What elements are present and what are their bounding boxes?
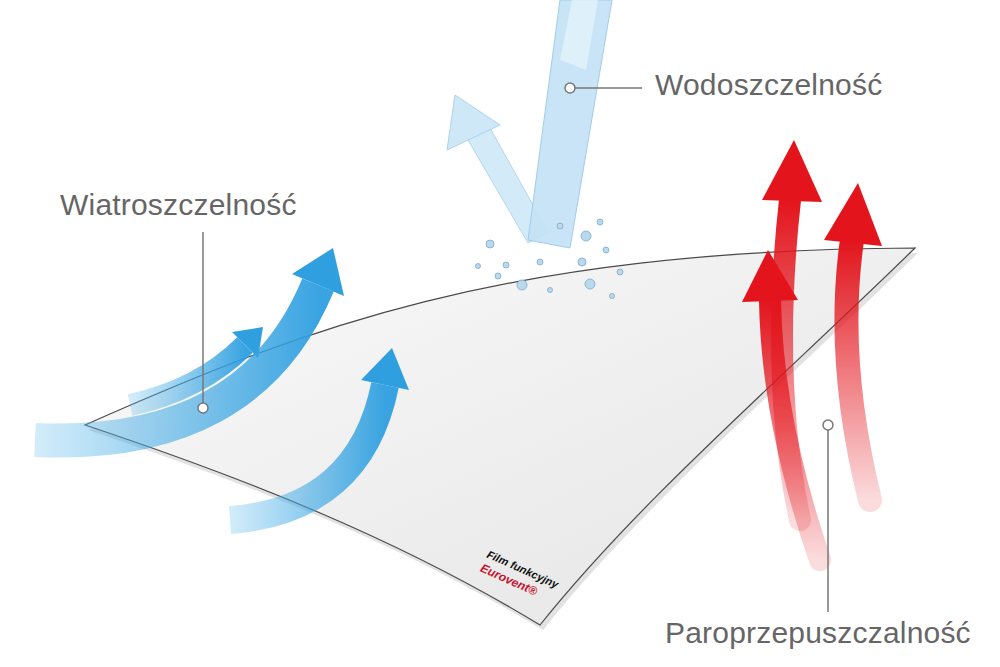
property-label: Wiatroszczelność (60, 188, 297, 222)
property-label: Paroprzepuszczalność (665, 616, 971, 650)
water-arrow (447, 0, 623, 299)
leader-lines (198, 83, 833, 612)
vapour-arrows (742, 140, 882, 560)
wind-arrows (35, 248, 409, 520)
property-label: Wodoszczelność (655, 68, 882, 102)
